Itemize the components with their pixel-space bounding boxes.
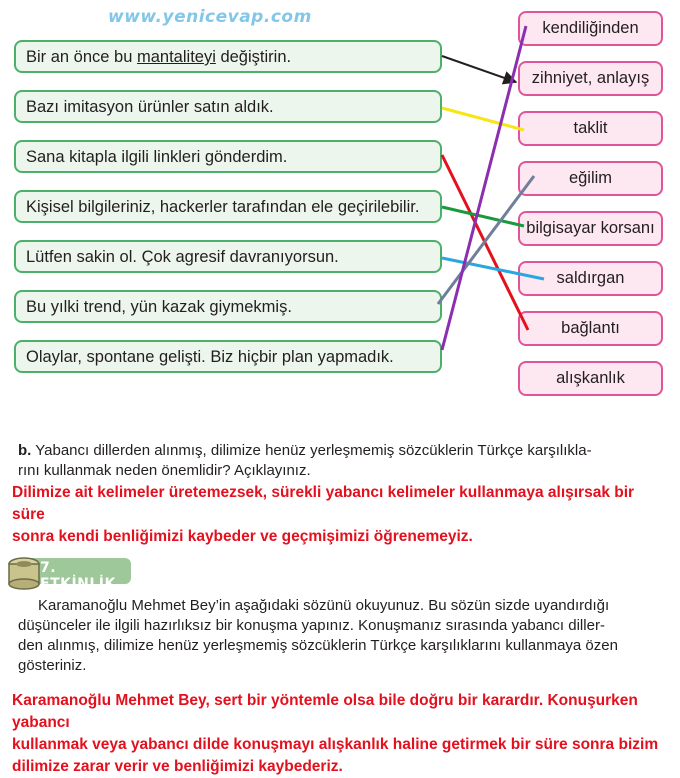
word-box-kendiliginden[interactable]: kendiliğinden (518, 11, 663, 46)
word-box-taklit[interactable]: taklit (518, 111, 663, 146)
word-box-egilim[interactable]: eğilim (518, 161, 663, 196)
sentence-1-after: değiştirin. (215, 48, 292, 66)
answer-b-line-1: Dilimize ait kelimeler üretemezsek, süre… (12, 484, 635, 523)
answer-7-line-2: kullanmak veya yabancı dilde konuşmayı a… (12, 736, 659, 753)
activity-heading: 7. ETKİNLİK (6, 556, 131, 592)
sentence-box-2[interactable]: Bazı imitasyon ürünler satın aldık. (14, 90, 442, 123)
connection-line-2 (441, 106, 525, 132)
question-b-label: b. (18, 442, 32, 459)
question-b-line-2: rını kullanmak neden önemlidir? Açıklayı… (18, 462, 311, 479)
answer-b-line-2: sonra kendi benliğimizi kaybeder ve geçm… (12, 528, 473, 545)
activity-banner (28, 558, 131, 584)
answer-b: Dilimize ait kelimeler üretemezsek, süre… (12, 482, 668, 548)
sentence-box-6[interactable]: Bu yılki trend, yün kazak giymekmiş. (14, 290, 442, 323)
word-box-baglanti[interactable]: bağlantı (518, 311, 663, 346)
sentence-box-5[interactable]: Lütfen sakin ol. Çok agresif davranıyors… (14, 240, 442, 273)
answer-activity-7: Karamanoğlu Mehmet Bey, sert bir yönteml… (12, 690, 668, 778)
connection-line-1 (441, 55, 518, 85)
sentence-box-7[interactable]: Olaylar, spontane gelişti. Biz hiçbir pl… (14, 340, 442, 373)
watermark: www.yenicevap.com (108, 7, 312, 27)
connection-line-7 (440, 25, 528, 351)
sentence-box-3[interactable]: Sana kitapla ilgili linkleri gönderdim. (14, 140, 442, 173)
instruction-paragraph: Karamanoğlu Mehmet Bey’in aşağıdaki sözü… (18, 596, 664, 676)
connection-line-4 (441, 205, 525, 228)
word-box-saldirgan[interactable]: saldırgan (518, 261, 663, 296)
sentence-box-1[interactable]: Bir an önce bu mantaliteyi değiştirin. (14, 40, 442, 73)
word-box-aliskanlik[interactable]: alışkanlık (518, 361, 663, 396)
sentence-1-keyword: mantaliteyi (137, 48, 216, 66)
instruction-line-2: düşünceler ile ilgili hazırlıksız bir ko… (18, 617, 605, 634)
answer-7-line-1: Karamanoğlu Mehmet Bey, sert bir yönteml… (12, 692, 638, 731)
instruction-line-4: gösteriniz. (18, 657, 87, 674)
word-box-zihniyet[interactable]: zihniyet, anlayış (518, 61, 663, 96)
activity-label: 7. ETKİNLİK (40, 560, 116, 592)
instruction-line-1: Karamanoğlu Mehmet Bey’in aşağıdaki sözü… (38, 597, 610, 614)
sentence-1-before: Bir an önce bu (26, 48, 137, 66)
instruction-line-3: den alınmış, dilimize henüz yerleşmemiş … (18, 637, 618, 654)
word-box-bilgisayar-korsani[interactable]: bilgisayar korsanı (518, 211, 663, 246)
question-b-line-1: Yabancı dillerden alınmış, dilimize henü… (31, 442, 592, 459)
answer-7-line-3: dilimize zarar verir ve benliğimizi kayb… (12, 758, 343, 775)
question-b: b. Yabancı dillerden alınmış, dilimize h… (18, 441, 664, 481)
sentence-box-4[interactable]: Kişisel bilgileriniz, hackerler tarafınd… (14, 190, 442, 223)
connection-line-3 (440, 154, 530, 331)
scroll-icon (8, 557, 40, 590)
